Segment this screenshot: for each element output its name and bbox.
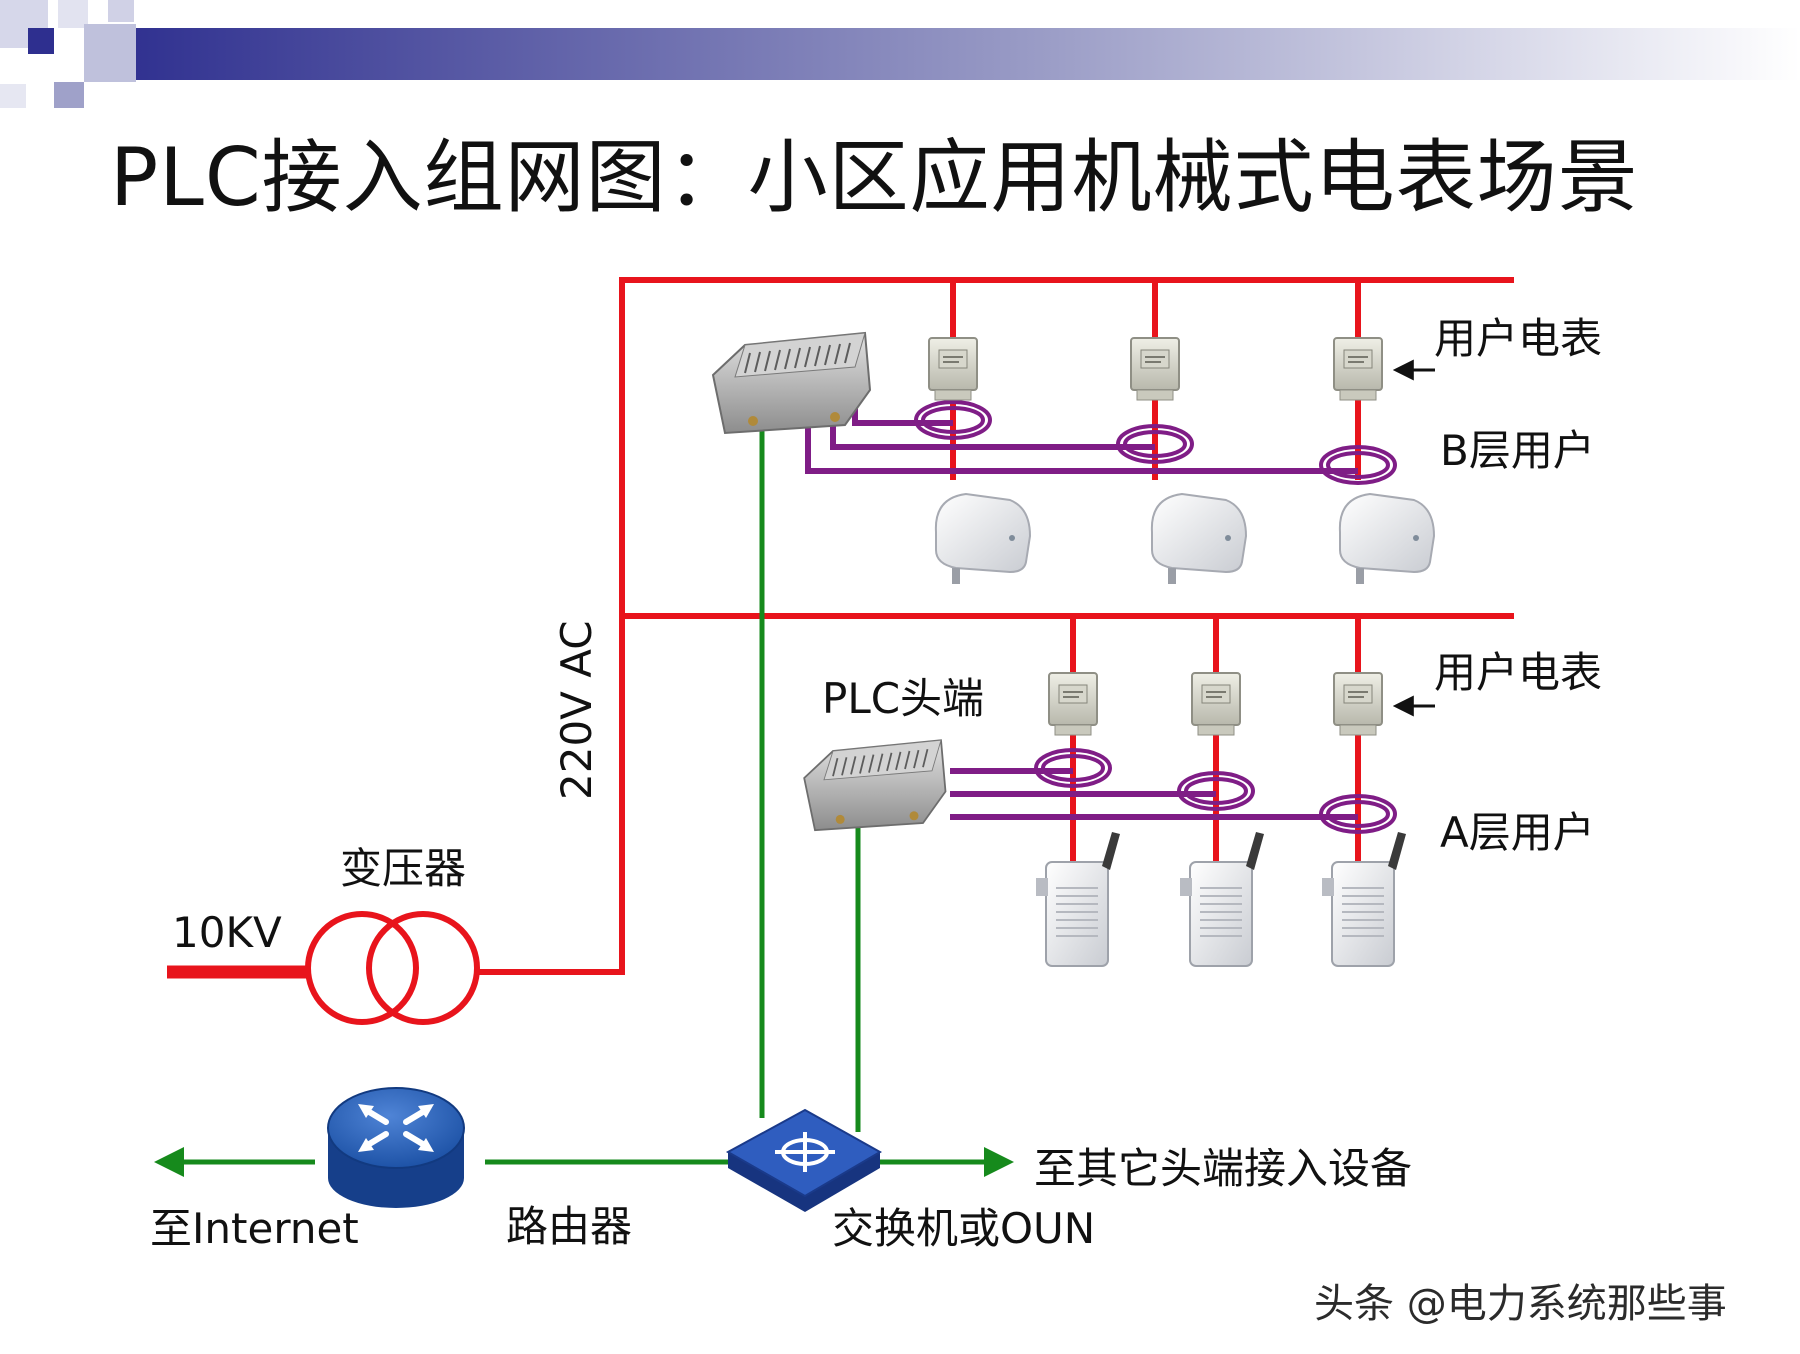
- electric-meter-icon: [1333, 672, 1383, 736]
- data-lines: [154, 425, 1014, 1177]
- switch-label: 交换机或OUN: [832, 1204, 1096, 1253]
- wifi-adapter-icon: [1322, 832, 1406, 967]
- transformer-label: 变压器: [340, 844, 467, 893]
- kv-label: 10KV: [172, 908, 282, 957]
- watermark-text: 头条 @电力系统那些事: [1314, 1281, 1727, 1327]
- meter-pointer-arrows: [1392, 359, 1435, 717]
- plc-head-label: PLC头端: [822, 674, 985, 723]
- plc-adapter-icon: [934, 492, 1032, 584]
- router-icon: [327, 1087, 465, 1208]
- electric-meter-icon: [1191, 672, 1241, 736]
- plc-head-unit-icon: [711, 331, 872, 435]
- meter-label-b: 用户电表: [1434, 314, 1603, 363]
- page-title: PLC接入组网图：小区应用机械式电表场景: [110, 131, 1639, 224]
- transformer-icon: [305, 911, 480, 1025]
- signal-couplers: [914, 400, 1397, 834]
- meter-label-a: 用户电表: [1434, 648, 1603, 697]
- electric-meter-icon: [928, 337, 978, 401]
- internet-label: 至Internet: [150, 1204, 359, 1253]
- switch-icon: [725, 1108, 883, 1212]
- other-heads-label: 至其它头端接入设备: [1034, 1144, 1413, 1193]
- voltage-label: 220V AC: [552, 620, 601, 800]
- electric-meter-icon: [1048, 672, 1098, 736]
- plc-adapter-icon: [1150, 492, 1248, 584]
- floor-label-b: B层用户: [1440, 426, 1595, 475]
- title-banner: [0, 0, 1800, 108]
- router-label: 路由器: [506, 1202, 633, 1251]
- wifi-adapter-icon: [1036, 832, 1120, 967]
- plc-head-unit-icon: [803, 739, 947, 832]
- wifi-adapter-icon: [1180, 832, 1264, 967]
- floor-label-a: A层用户: [1440, 808, 1595, 857]
- plc-adapter-icon: [1338, 492, 1436, 584]
- electric-meter-icon: [1130, 337, 1180, 401]
- electric-meter-icon: [1333, 337, 1383, 401]
